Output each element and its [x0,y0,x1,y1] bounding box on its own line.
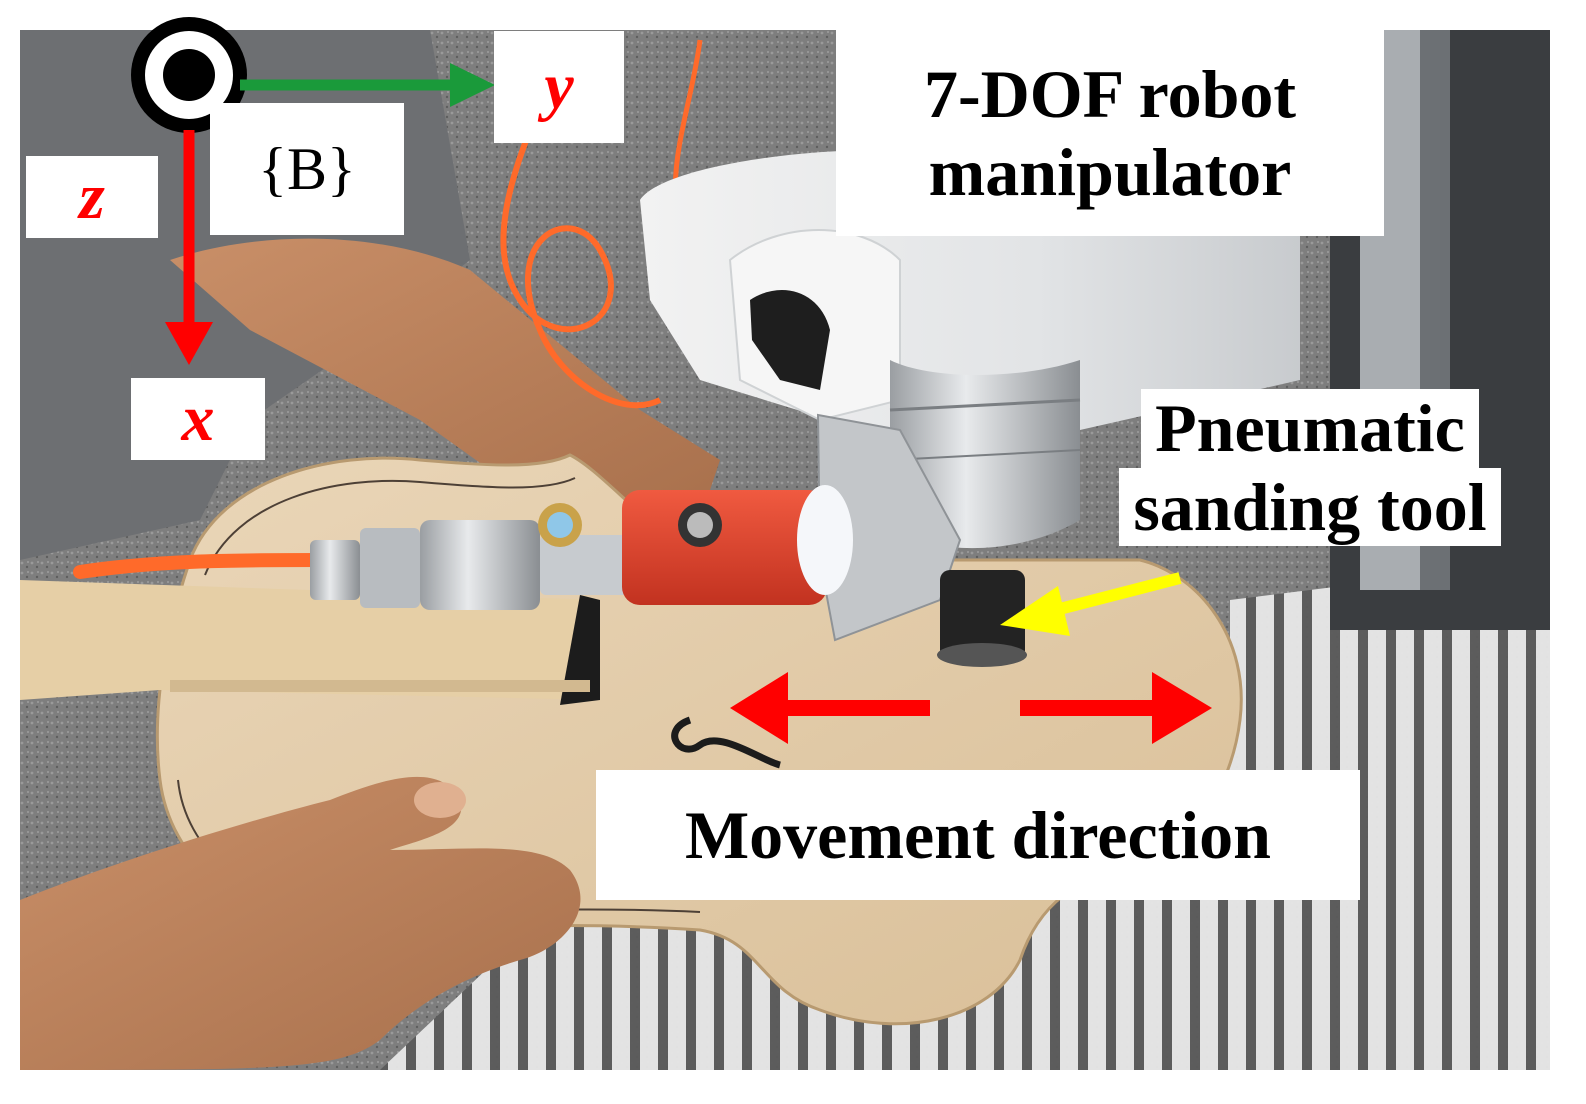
movement-left-arrow [730,672,930,744]
tool-label-line2: sanding tool [1119,467,1501,546]
axis-y-label: y [494,31,624,143]
axis-x-label: x [131,378,265,460]
frame-label: {B} [210,103,404,235]
axis-y-arrow [240,63,495,107]
tool-label-line1: Pneumatic [1141,389,1479,468]
sanding-tool-label: Pneumatic sanding tool [1070,370,1550,565]
movement-right-arrow [1020,672,1212,744]
tool-pointer-arrow [1000,572,1182,636]
robot-manipulator-label: 7-DOF robot manipulator [836,30,1384,236]
robot-label-line2: manipulator [928,134,1292,210]
movement-direction-label: Movement direction [596,770,1360,900]
robot-label-line1: 7-DOF robot [923,55,1297,132]
axis-z-label: z [26,156,158,238]
axis-x-arrow [165,130,213,365]
